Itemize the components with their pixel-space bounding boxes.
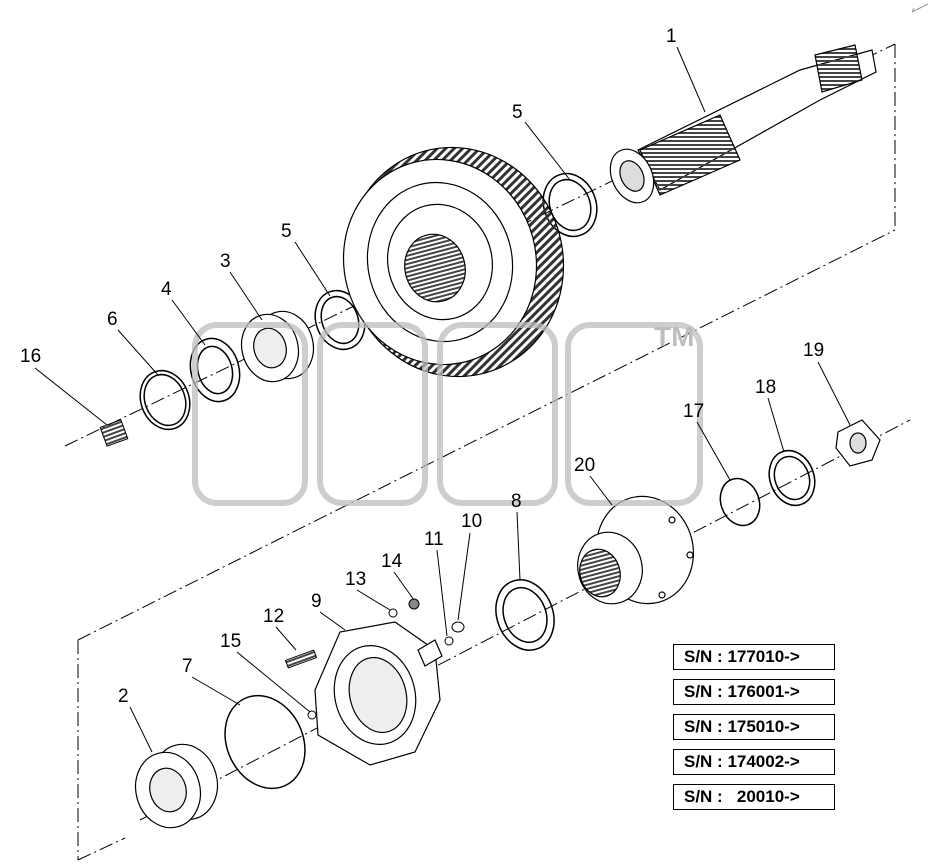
callout-10: 10 xyxy=(461,511,482,532)
callout-15: 15 xyxy=(220,631,241,652)
callout-11: 11 xyxy=(424,529,444,550)
part-8-seal xyxy=(495,579,555,651)
part-2-ball-bearing xyxy=(134,743,219,829)
callout-7: 7 xyxy=(182,656,193,677)
part-1-shaft xyxy=(609,44,877,204)
serial-number-text: S/N : 175010-> xyxy=(684,717,800,736)
leader-lines xyxy=(34,46,851,753)
callout-5-lower: 5 xyxy=(281,221,292,242)
serial-number-text: S/N : 20010-> xyxy=(684,787,800,806)
serial-number-box-2: S/N : 176001-> xyxy=(673,679,835,705)
callout-8: 8 xyxy=(511,491,522,512)
part-19-nut xyxy=(835,419,881,467)
watermark-logo xyxy=(192,322,703,506)
callout-4: 4 xyxy=(161,279,172,300)
small-fasteners xyxy=(284,598,465,720)
part-7-o-ring xyxy=(224,694,306,790)
callout-6: 6 xyxy=(107,309,118,330)
serial-number-box-1: S/N : 177010-> xyxy=(673,644,835,670)
callout-5-upper: 5 xyxy=(512,102,523,123)
callout-16: 16 xyxy=(20,346,41,367)
serial-number-box-3: S/N : 175010-> xyxy=(673,714,835,740)
callout-2: 2 xyxy=(118,686,129,707)
callout-14: 14 xyxy=(381,551,403,572)
part-17-o-ring xyxy=(719,477,761,527)
serial-number-box-4: S/N : 174002-> xyxy=(673,749,835,775)
part-6-circlip xyxy=(139,369,191,431)
part-4-ring xyxy=(189,337,241,403)
serial-number-box-5: S/N : 20010-> xyxy=(673,784,835,810)
part-20-flange xyxy=(577,495,695,605)
callout-20: 20 xyxy=(574,455,595,476)
large-gear xyxy=(342,146,565,378)
callout-1: 1 xyxy=(666,26,677,47)
serial-number-text: S/N : 177010-> xyxy=(684,647,800,666)
callout-3: 3 xyxy=(220,251,231,272)
callout-12: 12 xyxy=(263,606,284,627)
callout-labels: 1 2 3 4 5 5 6 7 8 9 10 11 12 13 14 15 16… xyxy=(20,26,824,707)
callout-18: 18 xyxy=(755,377,776,398)
part-16-needle-bearing xyxy=(99,419,129,447)
callout-17: 17 xyxy=(683,401,704,422)
part-9-housing xyxy=(314,621,443,766)
serial-number-text: S/N : 176001-> xyxy=(684,682,800,701)
watermark-trademark: TM xyxy=(654,321,694,352)
part-18-washer xyxy=(768,449,816,507)
corner-arrow-icon xyxy=(911,3,929,13)
serial-number-text: S/N : 174002-> xyxy=(684,752,800,771)
callout-9: 9 xyxy=(311,591,322,612)
callout-13: 13 xyxy=(345,569,366,590)
callout-19: 19 xyxy=(803,340,824,361)
